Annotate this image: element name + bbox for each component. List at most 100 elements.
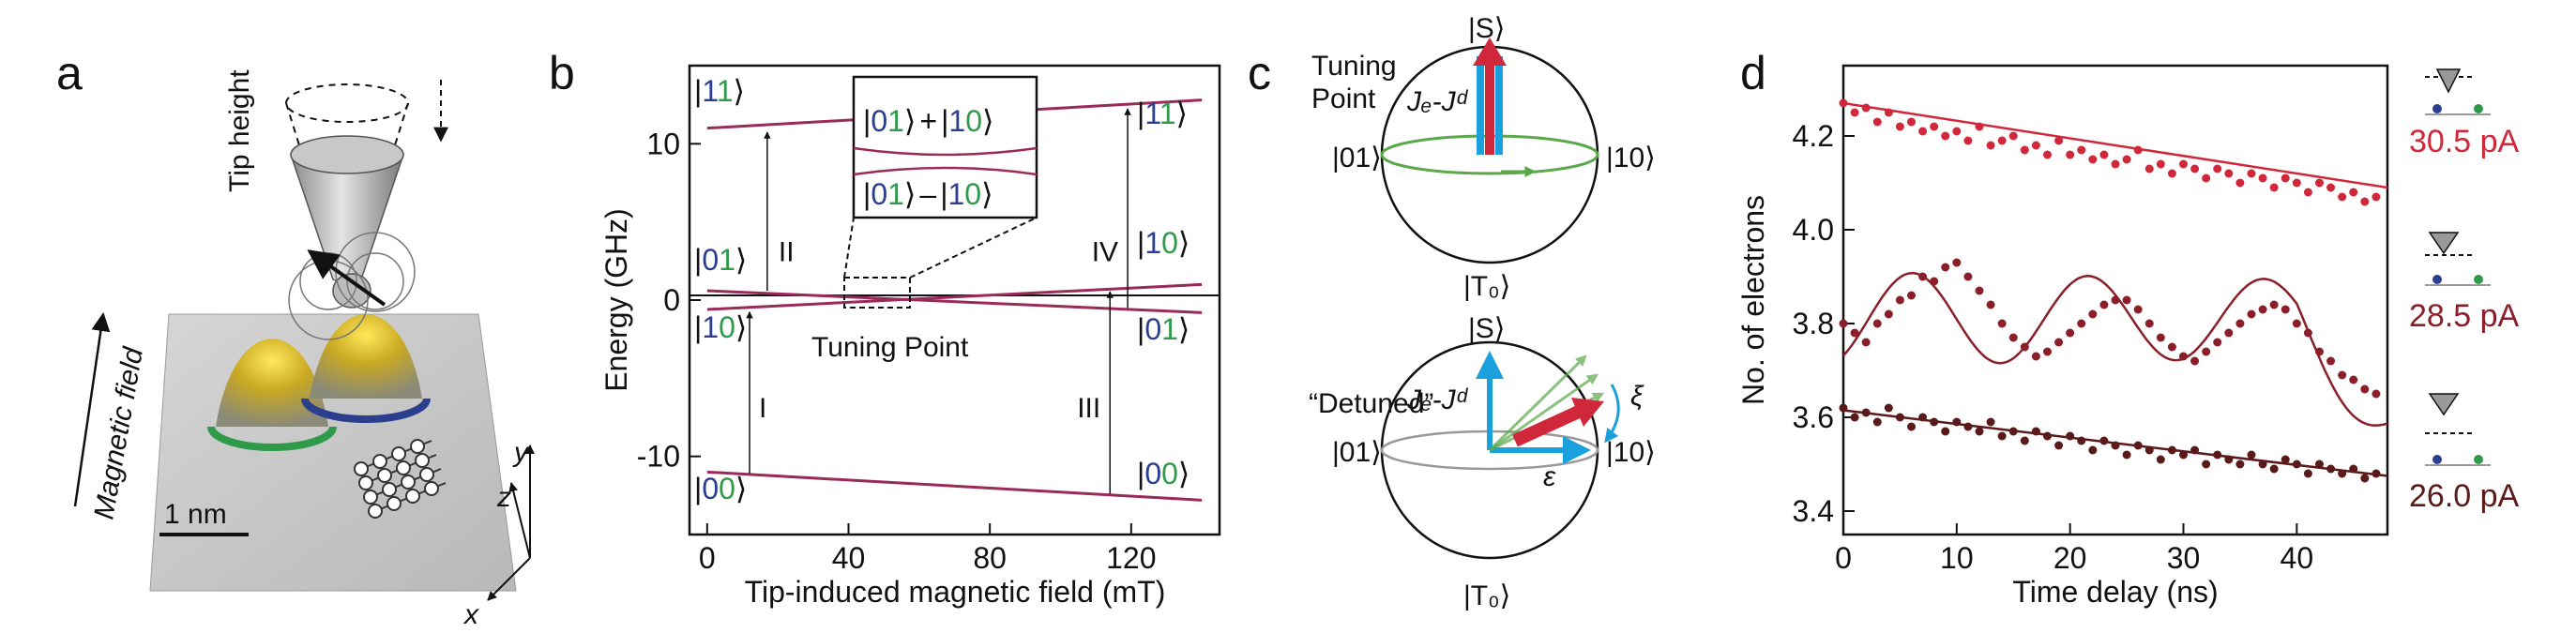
- data-point: [2247, 450, 2256, 460]
- ket-01-left: |01⟩: [694, 243, 747, 277]
- data-point: [2338, 192, 2347, 202]
- ket-10-bottom: |10⟩: [1606, 437, 1656, 468]
- plot-d-xtick-label: 0: [1835, 541, 1852, 575]
- data-point: [2202, 173, 2211, 183]
- tuning-point-line2: Point: [1311, 83, 1376, 114]
- plot-b-xtick-label: 80: [973, 541, 1007, 575]
- plot-d-xtick-label: 30: [2167, 541, 2201, 575]
- plot-d-ytick-label: 3.4: [1793, 494, 1834, 528]
- ket-S-top: |S⟩: [1468, 13, 1506, 44]
- axes-triad: y z x: [462, 437, 535, 630]
- energy-level-2: [706, 289, 1203, 314]
- data-point: [2360, 384, 2370, 394]
- data-point: [2020, 342, 2029, 352]
- xi-label: ξ: [1630, 381, 1644, 412]
- data-point: [2281, 305, 2290, 314]
- data-point: [1918, 272, 1928, 281]
- data-point: [2054, 338, 2064, 347]
- data-point: [2281, 173, 2290, 183]
- bloch-sphere-tuning: |S⟩ |T₀⟩ |01⟩ |10⟩ Jₑ-Jᵈ: [1332, 13, 1656, 302]
- data-point: [1997, 319, 2007, 328]
- data-point: [1986, 141, 1995, 150]
- data-point: [1907, 291, 1916, 300]
- data-point: [1963, 422, 1973, 431]
- panel-letter-b: b: [549, 47, 575, 99]
- data-point: [1997, 136, 2007, 145]
- data-point: [2156, 159, 2165, 169]
- panel-letter-d: d: [1740, 47, 1766, 99]
- data-point: [2360, 197, 2370, 206]
- data-point: [2349, 375, 2358, 384]
- data-point: [2031, 427, 2040, 436]
- data-point: [2144, 319, 2154, 328]
- data-point: [2066, 431, 2075, 441]
- axis-y-label: y: [512, 437, 530, 468]
- data-point: [2077, 436, 2086, 445]
- atom-right: [301, 314, 431, 423]
- data-point: [2122, 155, 2131, 164]
- data-point: [2077, 145, 2086, 155]
- ket-10-left: |10⟩: [694, 310, 747, 344]
- data-point: [2292, 319, 2301, 328]
- data-point: [1930, 122, 1939, 131]
- axis-z-label: z: [496, 482, 511, 513]
- data-point: [1930, 277, 1939, 286]
- data-point: [1861, 408, 1871, 417]
- data-point: [2133, 145, 2143, 155]
- panel-c: c |S⟩ |T₀⟩ |01⟩ |10⟩ Jₑ-Jᵈ Tuning Point: [1248, 13, 1656, 611]
- data-point: [1850, 413, 1859, 422]
- data-point: [2054, 136, 2064, 145]
- data-point: [2099, 150, 2109, 159]
- data-point: [2088, 445, 2098, 455]
- current-label-1: 30.5 pA: [2409, 124, 2520, 159]
- data-point: [1872, 319, 1882, 328]
- axis-x-label: x: [462, 599, 479, 630]
- data-point: [1930, 417, 1939, 427]
- data-point: [2179, 159, 2188, 169]
- magnetic-field-arrow: [73, 312, 111, 507]
- data-point: [2179, 450, 2188, 460]
- data-point: [2133, 441, 2143, 450]
- data-point: [2122, 450, 2131, 460]
- data-point: [2235, 178, 2245, 188]
- data-point: [1963, 136, 1973, 145]
- zoom-line-left: [843, 217, 855, 279]
- data-point: [1941, 263, 1950, 272]
- data-point: [2315, 347, 2324, 356]
- plot-d-ytick-label: 4.0: [1793, 213, 1834, 247]
- data-point: [2031, 352, 2040, 361]
- data-point: [2066, 150, 2075, 159]
- data-point: [2326, 464, 2336, 474]
- data-point: [1861, 103, 1871, 113]
- data-point: [1839, 98, 1848, 108]
- inset-antisymmetric-state: |01⟩–|10⟩: [863, 177, 993, 211]
- data-point: [1884, 309, 1893, 319]
- current-legend: 30.5 pA 28.5 pA 26.0 pA: [2409, 68, 2520, 514]
- data-point: [2315, 178, 2324, 188]
- data-point: [2338, 469, 2347, 478]
- data-point: [2338, 370, 2347, 380]
- data-point: [2247, 169, 2256, 178]
- data-point: [2008, 333, 2018, 342]
- data-point: [2167, 445, 2176, 455]
- tuning-point-box: [843, 277, 911, 309]
- data-point: [2111, 441, 2120, 450]
- data-point: [2043, 347, 2052, 356]
- data-point: [2054, 441, 2064, 450]
- data-point: [1963, 272, 1973, 281]
- data-point: [1861, 338, 1871, 347]
- data-point: [2066, 328, 2075, 338]
- current-label-2: 28.5 pA: [2409, 298, 2520, 334]
- transition-label-II: II: [779, 236, 795, 267]
- data-point: [1952, 417, 1962, 427]
- data-point: [2292, 178, 2301, 188]
- data-point: [2371, 389, 2381, 399]
- data-point: [2213, 338, 2222, 347]
- plot-d-xtick-label: 20: [2053, 541, 2087, 575]
- data-point: [1997, 431, 2007, 441]
- energy-level-4: [706, 470, 1203, 502]
- data-point: [2099, 300, 2109, 309]
